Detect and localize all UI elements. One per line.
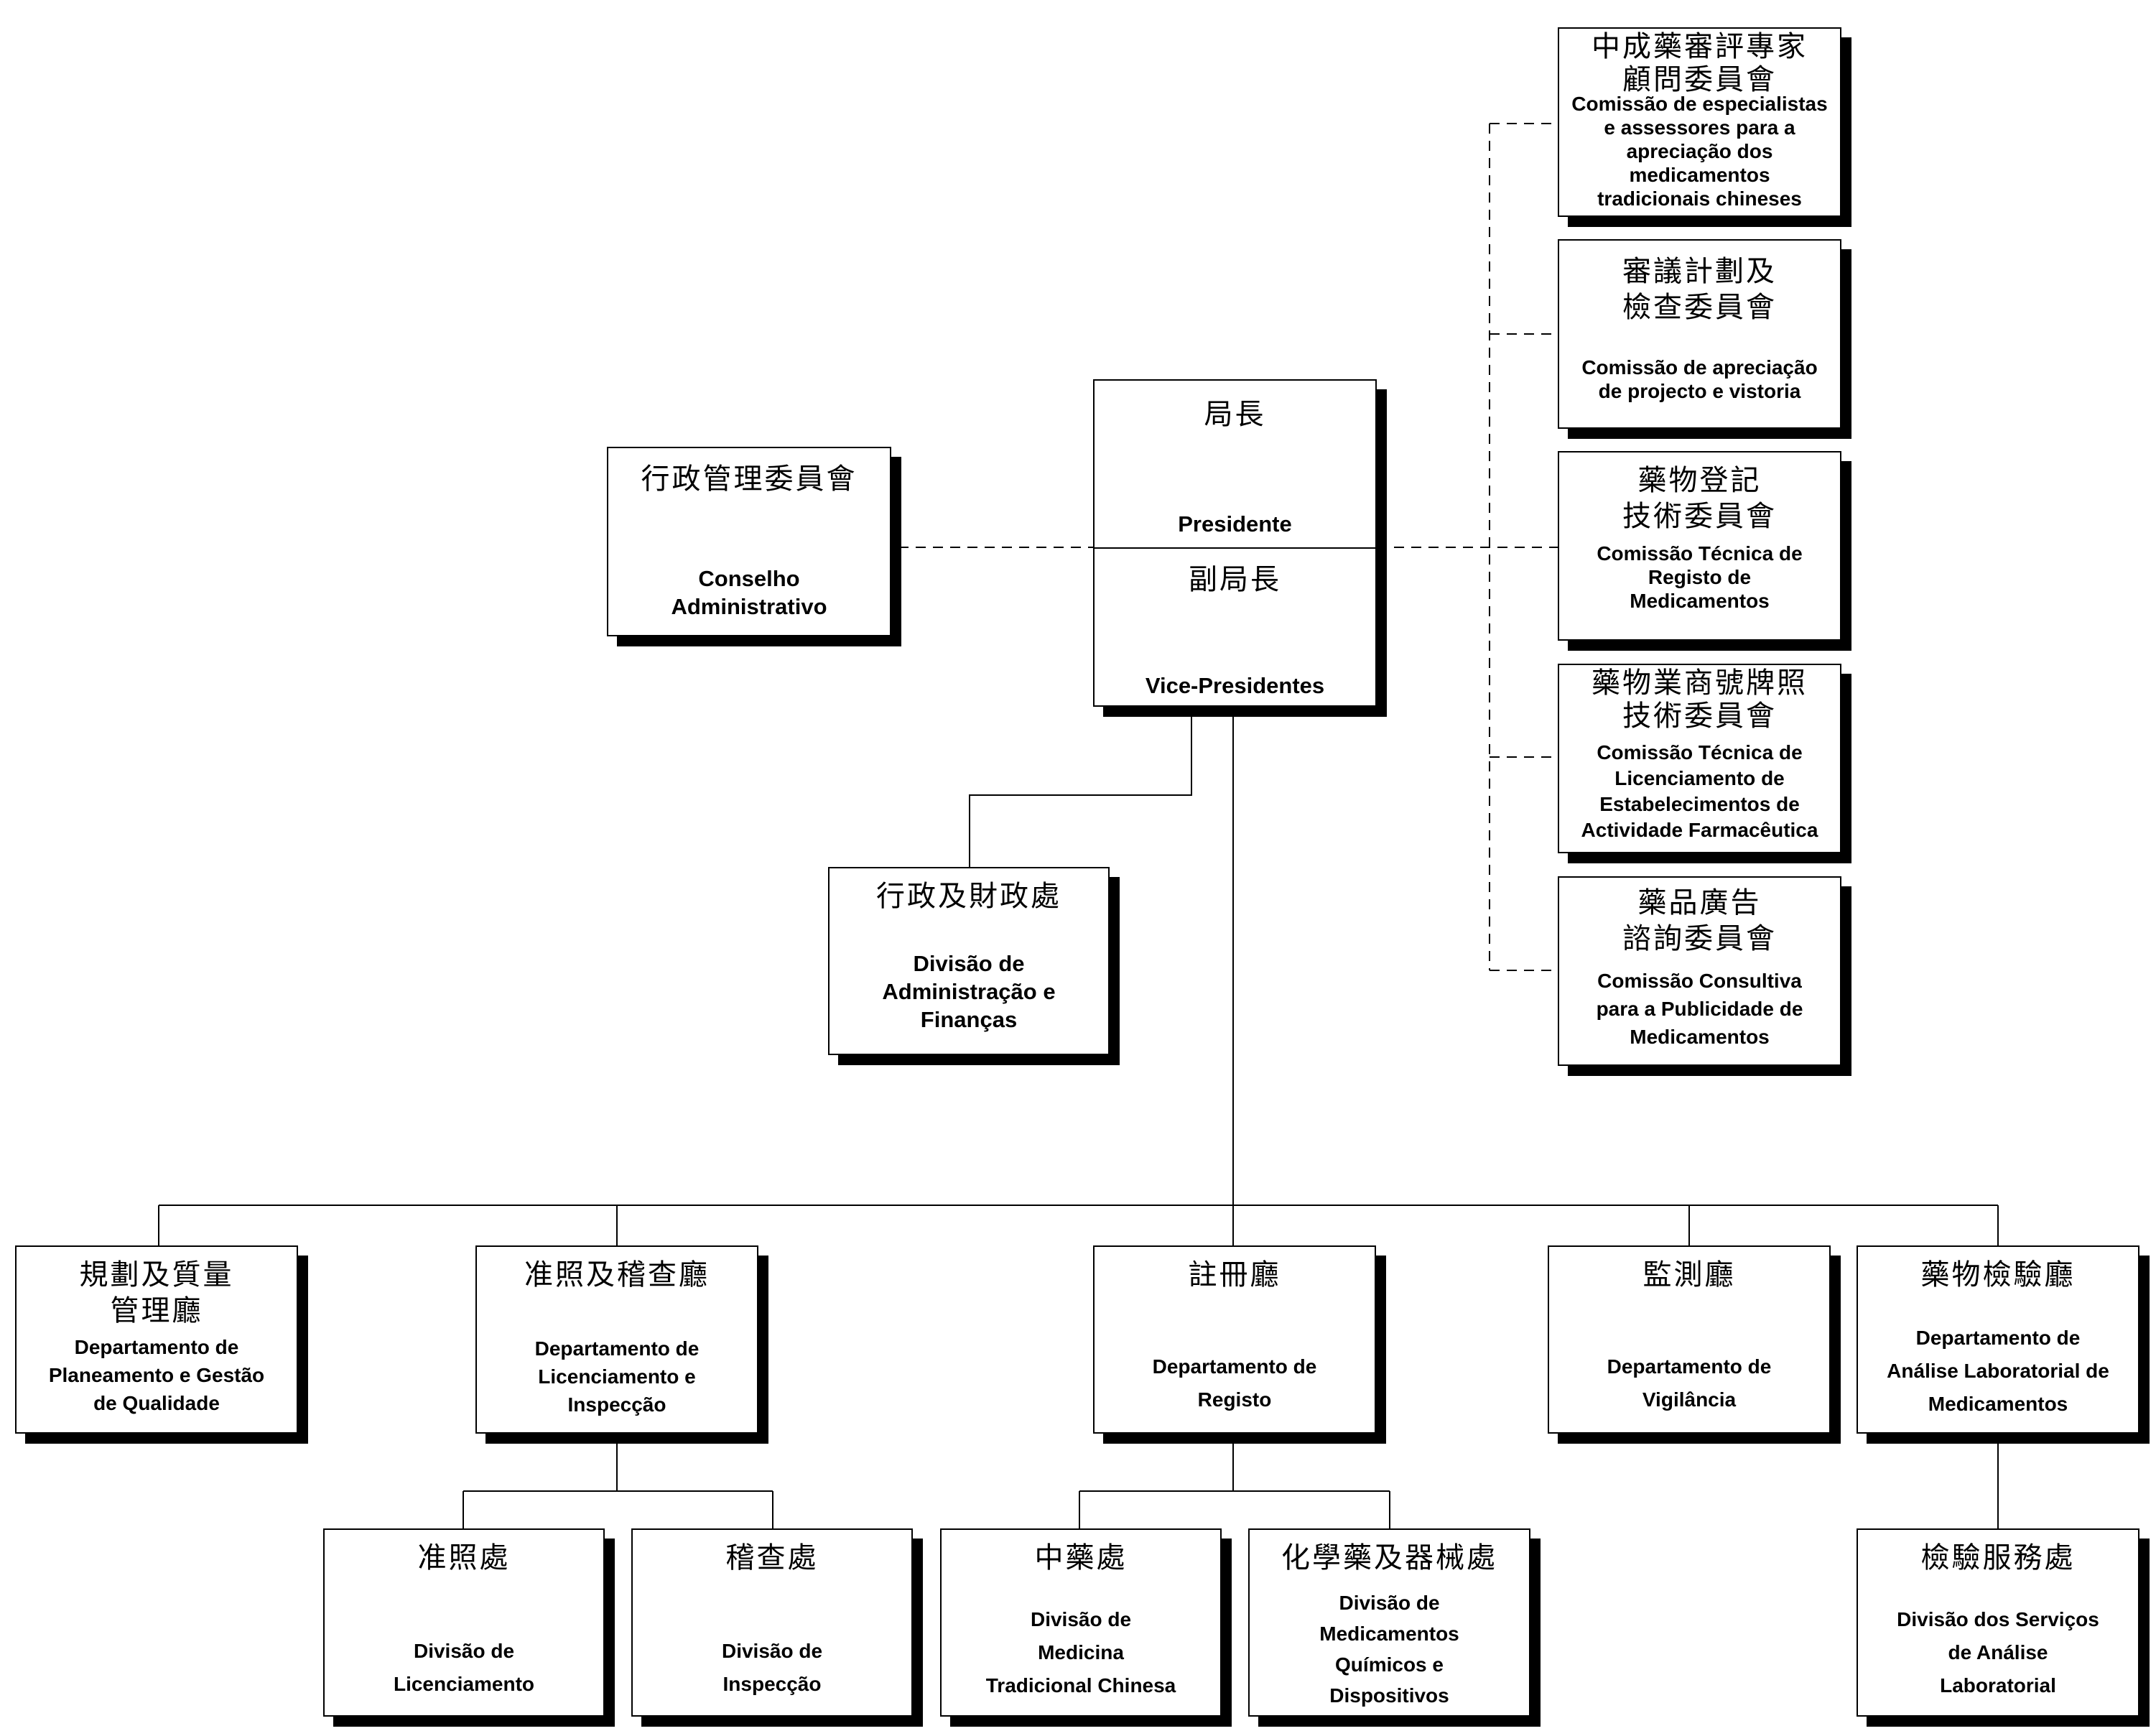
department-box-5: 藥物檢驗廳 Departamento de Análise Laboratori… [1857,1245,2139,1434]
committee-4-pt: Comissão Técnica de Licenciamento de Est… [1581,741,1818,841]
vice-president-title-zh: 副局長 [1189,563,1281,596]
president-divider [1095,547,1375,549]
president-title-pt: Presidente [1178,511,1292,537]
division-box-3: 中藥處 Divisão de Medicina Tradicional Chin… [940,1528,1222,1717]
department-2-zh: 准照及稽查廳 [524,1258,710,1291]
committee-3-pt: Comissão Técnica de Registo de Medicamen… [1597,542,1803,612]
committee-1-zh: 中成藥審評專家 顧問委員會 [1592,30,1808,96]
committee-5-zh: 藥品廣告 諮詢委員會 [1622,886,1777,955]
division-1-zh: 准照處 [417,1541,511,1574]
division-box-1: 准照處 Divisão de Licenciamento [323,1528,605,1717]
department-1-zh: 規劃及質量 管理廳 [79,1258,234,1327]
department-4-zh: 監測廳 [1642,1258,1736,1291]
division-3-zh: 中藥處 [1034,1541,1128,1574]
committee-3-zh: 藥物登記 技術委員會 [1622,464,1777,533]
admin-finance-zh: 行政及財政處 [876,880,1061,913]
division-4-zh: 化學藥及器械處 [1281,1541,1497,1574]
connector-admin-finance [969,707,1192,867]
admin-finance-pt: Divisão de Administração e Finanças [882,951,1056,1032]
department-box-2: 准照及稽查廳 Departamento de Licenciamento e I… [475,1245,758,1434]
department-box-3: 註冊廳 Departamento de Registo [1093,1245,1376,1434]
department-box-4: 監測廳 Departamento de Vigilância [1548,1245,1831,1434]
department-3-zh: 註冊廳 [1188,1258,1281,1291]
division-box-4: 化學藥及器械處 Divisão de Medicamentos Químicos… [1248,1528,1530,1717]
division-2-pt: Divisão de Inspecção [721,1640,823,1695]
division-5-pt: Divisão dos Serviços de Análise Laborato… [1897,1608,2099,1697]
department-2-pt: Departamento de Licenciamento e Inspecçã… [534,1337,700,1416]
committee-box-1: 中成藥審評專家 顧問委員會 Comissão de especialistas … [1558,27,1841,217]
committee-box-4: 藥物業商號牌照 技術委員會 Comissão Técnica de Licenc… [1558,664,1841,853]
president-title-zh: 局長 [1204,398,1266,431]
committee-4-zh: 藥物業商號牌照 技術委員會 [1592,667,1808,733]
admin-council-zh: 行政管理委員會 [641,463,858,496]
admin-finance-box: 行政及財政處 Divisão de Administração e Finanç… [828,867,1110,1055]
division-box-5: 檢驗服務處 Divisão dos Serviços de Análise La… [1857,1528,2139,1717]
committee-2-zh: 審議計劃及 檢查委員會 [1622,255,1777,324]
admin-council-box: 行政管理委員會 Conselho Administrativo [607,447,891,636]
division-2-zh: 稽查處 [725,1541,819,1574]
department-5-zh: 藥物檢驗廳 [1920,1258,2076,1291]
division-3-pt: Divisão de Medicina Tradicional Chinesa [985,1608,1176,1697]
committee-box-2: 審議計劃及 檢查委員會 Comissão de apreciação de pr… [1558,239,1841,429]
committee-box-3: 藥物登記 技術委員會 Comissão Técnica de Registo d… [1558,451,1841,641]
vice-president-title-pt: Vice-Presidentes [1145,673,1325,698]
committee-box-5: 藥品廣告 諮詢委員會 Comissão Consultiva para a Pu… [1558,876,1841,1066]
president-box: 局長 Presidente 副局長 Vice-Presidentes [1093,379,1377,707]
division-5-zh: 檢驗服務處 [1920,1541,2076,1574]
department-1-pt: Departamento de Planeamento e Gestão de … [48,1336,265,1414]
admin-council-pt: Conselho Administrativo [671,566,827,619]
committee-1-pt: Comissão de especialistas e assessores p… [1571,93,1828,210]
department-box-1: 規劃及質量 管理廳 Departamento de Planeamento e … [15,1245,298,1434]
division-1-pt: Divisão de Licenciamento [393,1640,535,1695]
committee-2-pt: Comissão de apreciação de projecto e vis… [1581,356,1818,402]
department-5-pt: Departamento de Análise Laboratorial de … [1887,1327,2109,1415]
committee-5-pt: Comissão Consultiva para a Publicidade d… [1596,970,1803,1048]
division-box-2: 稽查處 Divisão de Inspecção [631,1528,913,1717]
division-4-pt: Divisão de Medicamentos Químicos e Dispo… [1319,1592,1459,1707]
department-3-pt: Departamento de Registo [1152,1355,1317,1411]
department-4-pt: Departamento de Vigilância [1607,1355,1772,1411]
